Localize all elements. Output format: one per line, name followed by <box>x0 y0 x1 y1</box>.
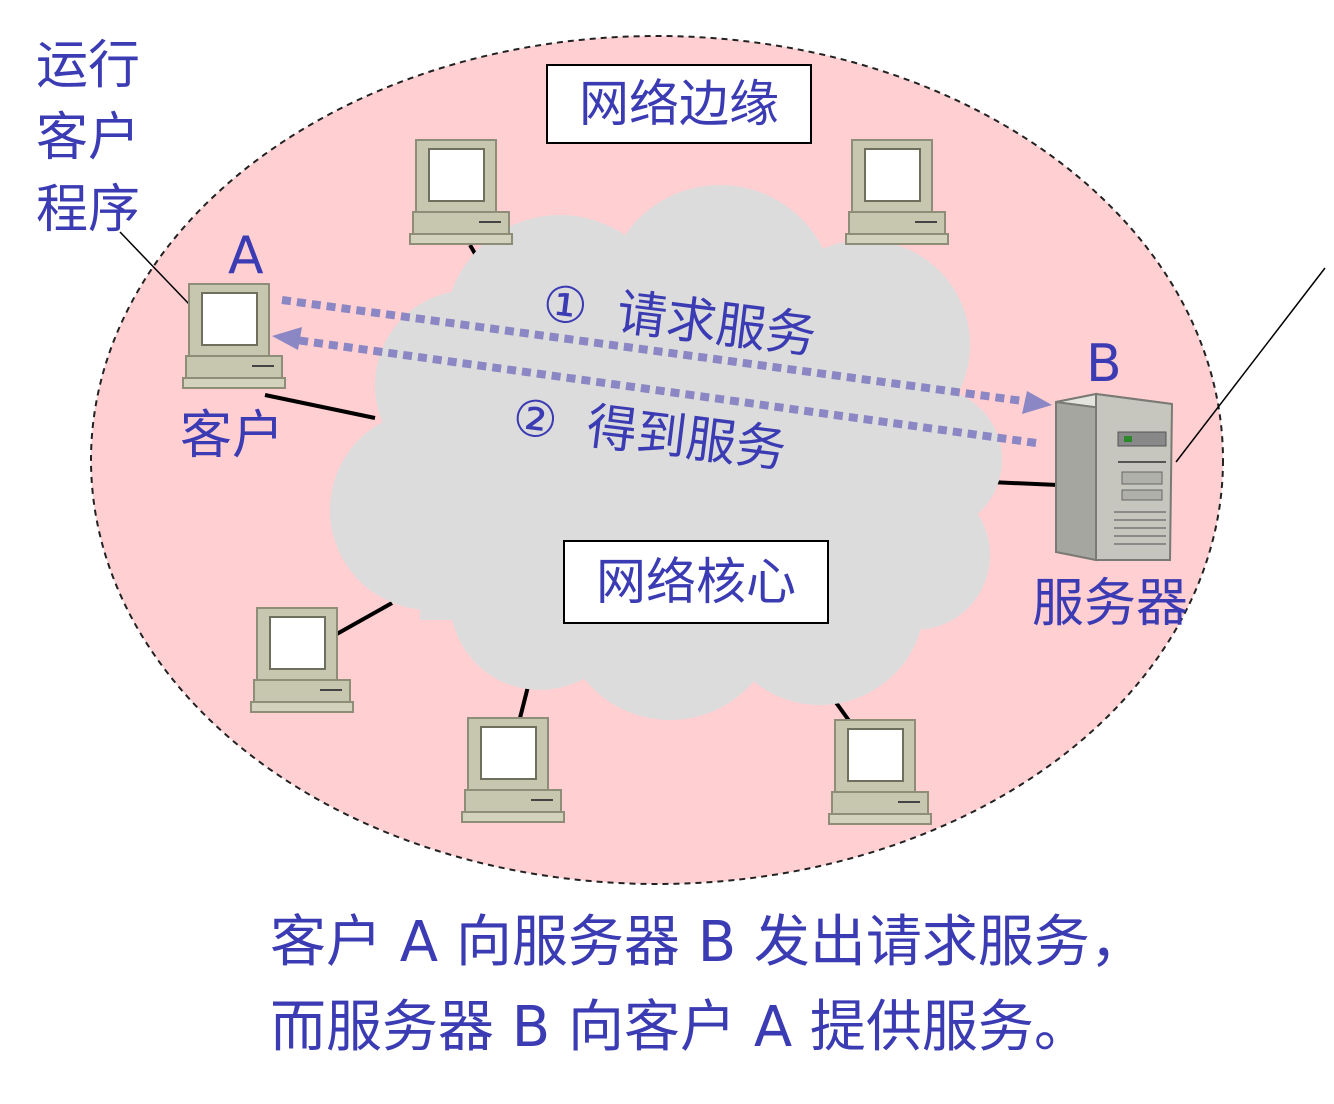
client-a-computer-icon <box>182 283 286 389</box>
client-program-line-3: 程序 <box>36 180 141 240</box>
client-letter-label: A <box>228 226 264 286</box>
computer-icon-bottom-left <box>250 607 354 713</box>
server-b-icon <box>1055 392 1174 562</box>
response-number: ② <box>509 388 561 452</box>
computer-icon-bottom-right <box>828 719 932 825</box>
computer-icon-bottom-center <box>461 717 565 823</box>
server-program-pointer <box>1175 267 1326 463</box>
network-edge-label: 网络边缘 <box>546 64 812 144</box>
caption-line-2: 而服务器 B 向客户 A 提供服务。 <box>270 995 1090 1060</box>
computer-icon-top-right <box>845 139 949 245</box>
request-number: ① <box>539 274 591 338</box>
caption-line-1: 客户 A 向服务器 B 发出请求服务， <box>270 910 1146 975</box>
request-arrow <box>281 296 1052 414</box>
client-program-label: 运行 客户 程序 <box>36 30 140 246</box>
response-arrow <box>272 327 1037 447</box>
computer-icon-top-left <box>409 139 513 245</box>
server-letter-label: B <box>1086 334 1122 394</box>
server-name-label: 服务器 <box>1032 574 1189 634</box>
client-program-line-1: 运行 <box>36 36 141 96</box>
network-core-cloud <box>330 185 1002 720</box>
network-core-label: 网络核心 <box>563 540 829 624</box>
client-name-label: 客户 <box>180 406 285 466</box>
client-program-line-2: 客户 <box>36 108 141 168</box>
